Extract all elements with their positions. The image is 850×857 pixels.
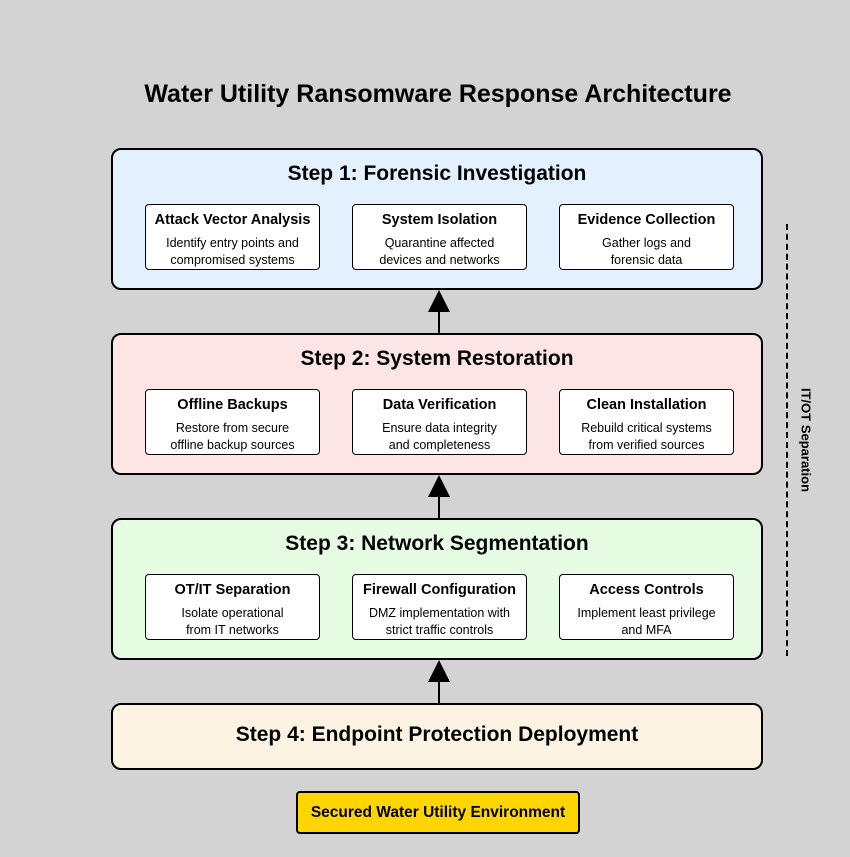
card-description: compromised systems [170,253,295,267]
card-description: DMZ implementation with [368,606,510,620]
secured-environment-box: Secured Water Utility Environment [296,791,580,834]
card-title: System Isolation [381,212,498,228]
card-firewall-configuration: Firewall Configuration DMZ implementatio… [352,574,527,640]
card-description: from verified sources [588,438,705,452]
card-data-verification: Data Verification Ensure data integrity … [352,389,527,455]
step-4-title: Step 4: Endpoint Protection Deployment [235,723,639,746]
card-description: offline backup sources [170,438,295,452]
card-title: Offline Backups [177,397,288,413]
step-4-box: Step 4: Endpoint Protection Deployment [111,703,763,770]
step-3-box: Step 3: Network Segmentation OT/IT Separ… [111,518,763,660]
card-title: Data Verification [382,397,497,413]
step-2-title: Step 2: System Restoration [300,347,574,370]
card-description: Gather logs and [602,236,691,250]
card-description: Ensure data integrity [382,421,497,435]
card-clean-installation: Clean Installation Rebuild critical syst… [559,389,734,455]
arrow-up-icon [428,660,450,703]
card-description: from IT networks [186,623,279,637]
card-description: and completeness [388,438,491,452]
card-title: Clean Installation [586,397,707,413]
card-title: Evidence Collection [577,212,716,228]
step-3-title: Step 3: Network Segmentation [285,532,589,555]
card-access-controls: Access Controls Implement least privileg… [559,574,734,640]
card-title: OT/IT Separation [174,582,291,598]
card-system-isolation: System Isolation Quarantine affected dev… [352,204,527,270]
card-title: Firewall Configuration [362,582,517,598]
diagram-title: Water Utility Ransomware Response Archit… [144,80,732,108]
step-1-box: Step 1: Forensic Investigation Attack Ve… [111,148,763,290]
step-2-box: Step 2: System Restoration Offline Backu… [111,333,763,475]
card-attack-vector-analysis: Attack Vector Analysis Identify entry po… [145,204,320,270]
card-description: Implement least privilege [577,606,716,620]
card-description: devices and networks [379,253,500,267]
card-description: Isolate operational [181,606,284,620]
card-description: Rebuild critical systems [581,421,712,435]
card-ot-it-separation: OT/IT Separation Isolate operational fro… [145,574,320,640]
card-description: and MFA [621,623,672,637]
step-1-title: Step 1: Forensic Investigation [287,162,587,185]
card-description: Identify entry points and [166,236,299,250]
card-description: strict traffic controls [385,623,494,637]
separation-label: IT/OT Separation [798,387,814,493]
separation-dashed-line [786,224,788,656]
arrow-up-icon [428,475,450,518]
card-title: Attack Vector Analysis [154,212,311,228]
arrow-up-icon [428,290,450,333]
card-offline-backups: Offline Backups Restore from secure offl… [145,389,320,455]
card-description: Quarantine affected [384,236,495,250]
card-description: forensic data [610,253,683,267]
card-title: Access Controls [589,582,704,598]
card-evidence-collection: Evidence Collection Gather logs and fore… [559,204,734,270]
card-description: Restore from secure [175,421,290,435]
